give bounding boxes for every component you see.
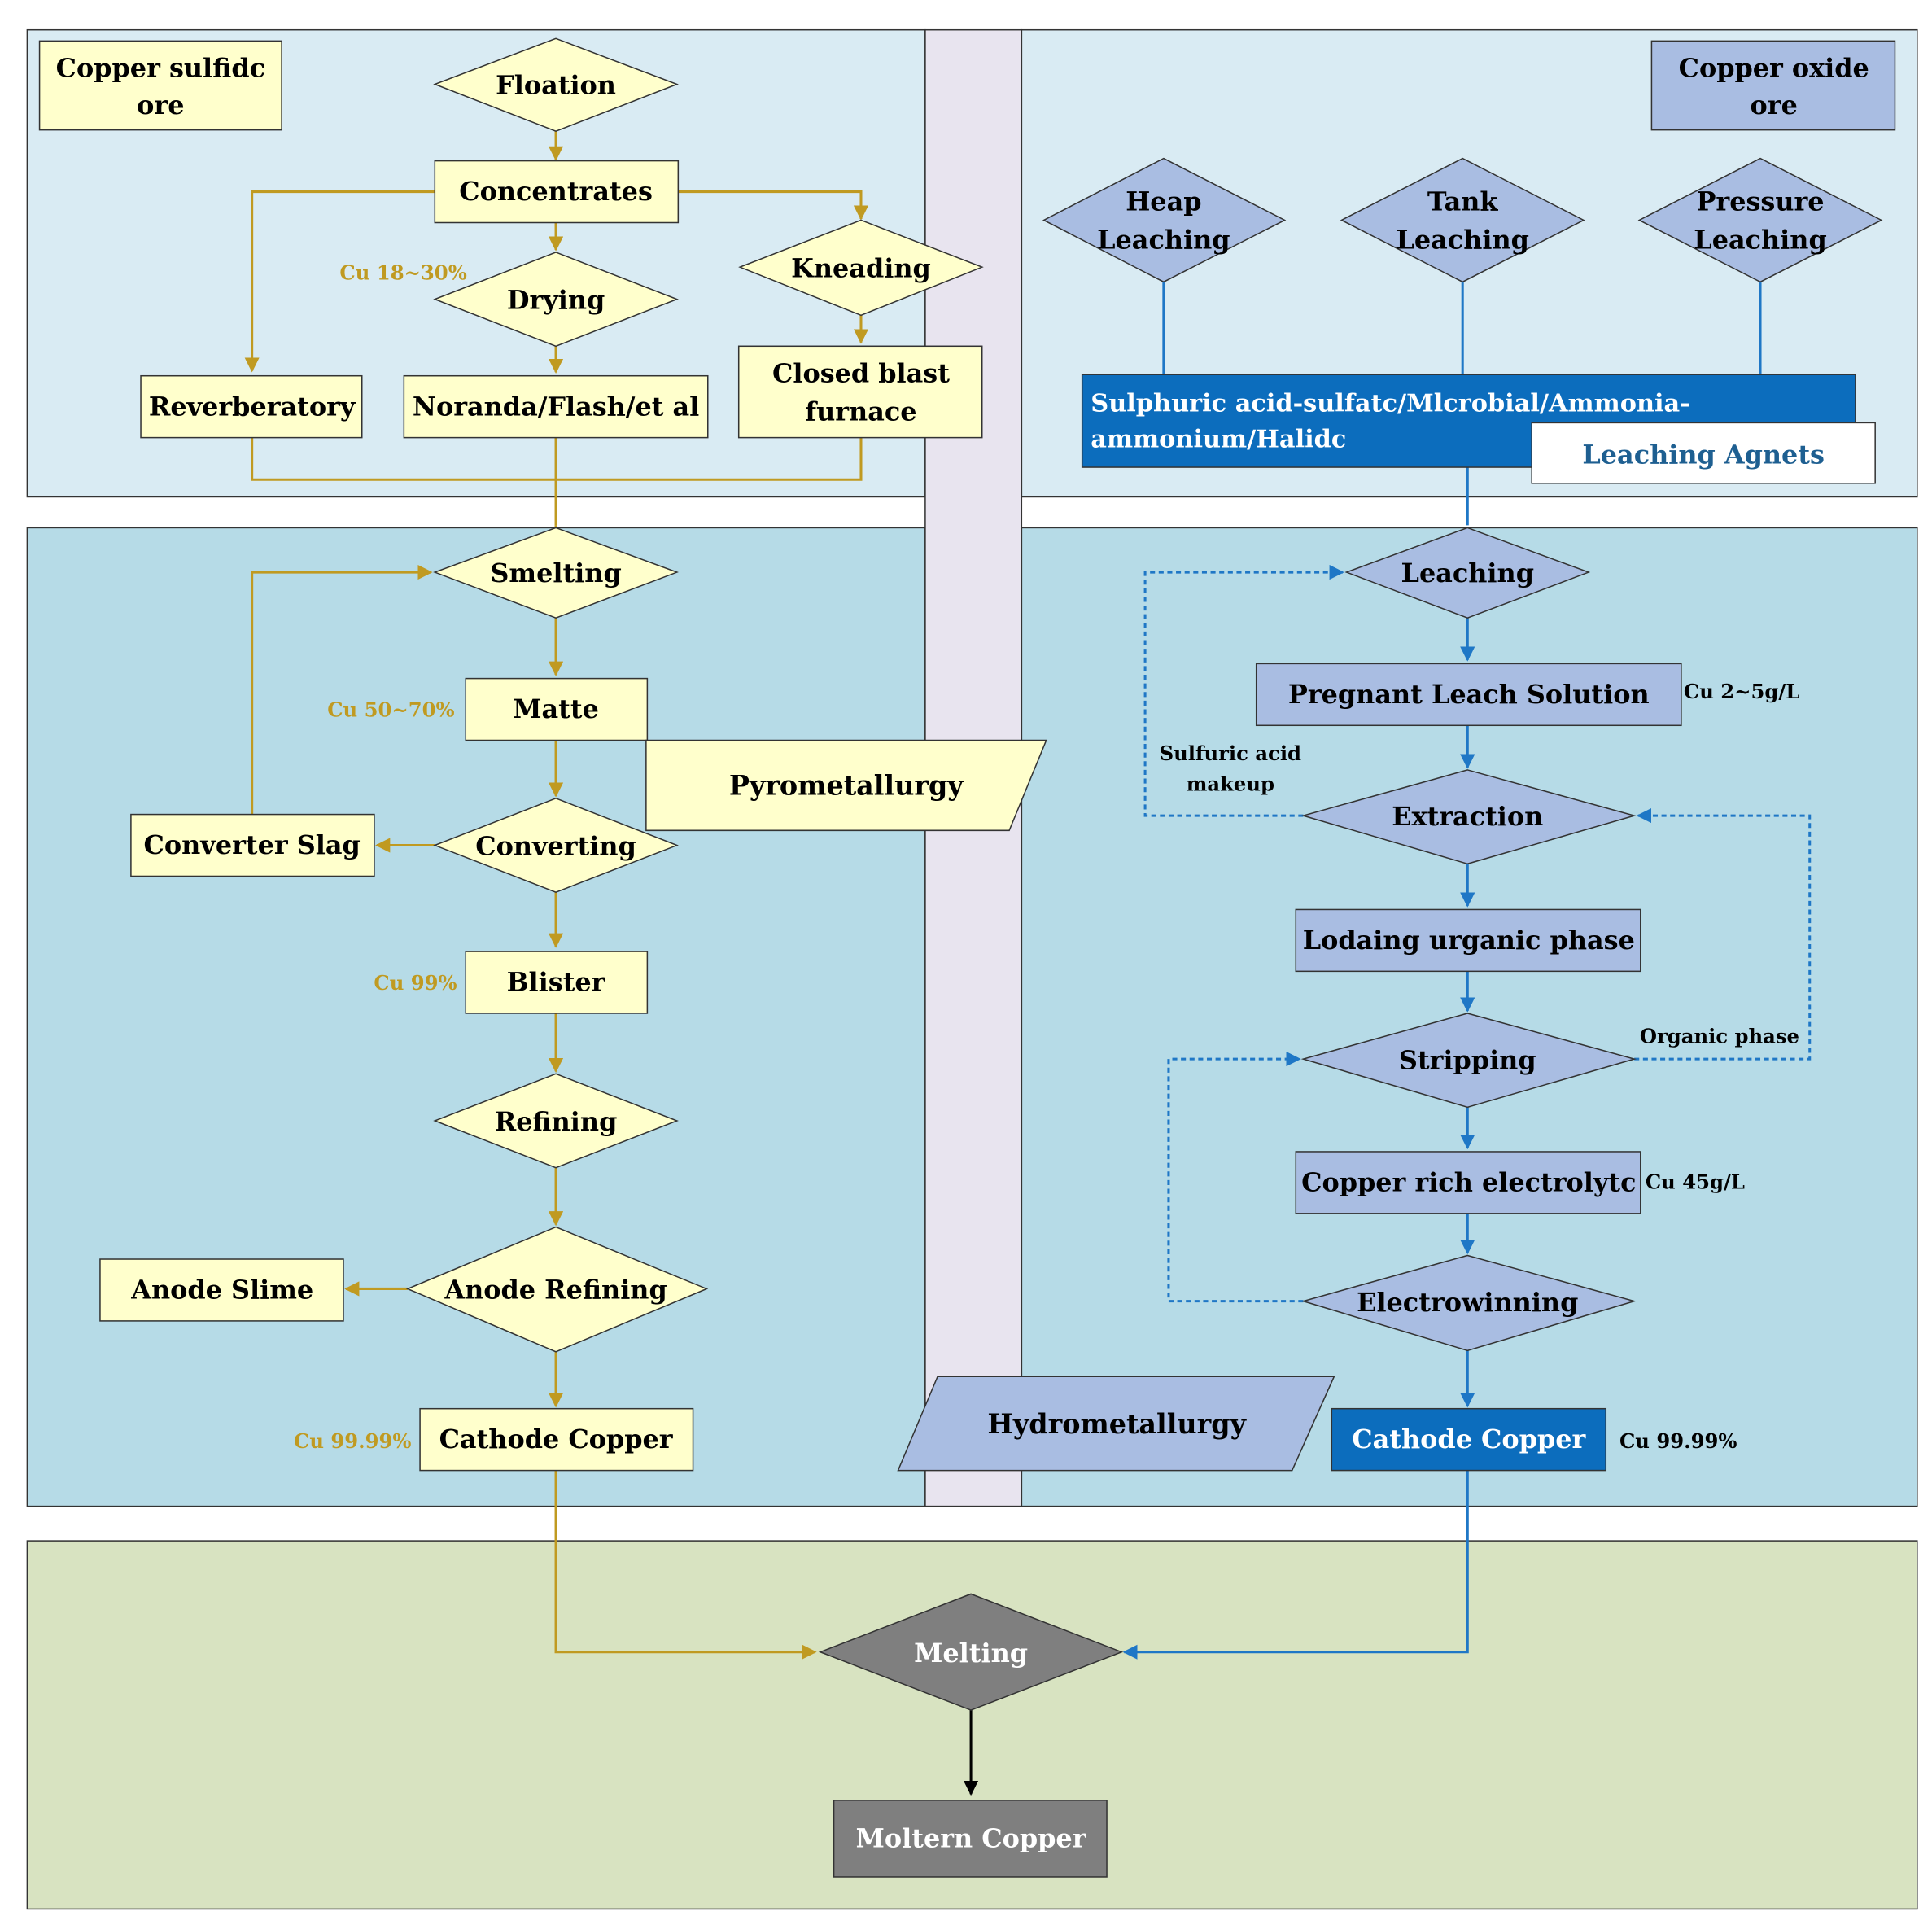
heap-leaching-node — [1042, 157, 1287, 283]
grade-blister: Cu 99% — [374, 971, 457, 995]
drying-label: Drying — [507, 285, 605, 316]
anode-slime-label: Anode Slime — [130, 1275, 313, 1306]
tank-leaching-line2: Leaching — [1396, 224, 1528, 255]
molten-copper-label: Moltern Copper — [856, 1823, 1087, 1854]
sulfuric-makeup-line2: makeup — [1187, 772, 1274, 796]
pyrometallurgy-banner — [645, 739, 1047, 832]
grade-pls: Cu 2~5g/L — [1684, 680, 1799, 703]
reverberatory-node — [140, 374, 363, 439]
panel-pyro-mid — [26, 527, 926, 1507]
leaching-agents-line2: ammonium/Halidc — [1091, 426, 1346, 454]
refining-node — [433, 1073, 679, 1169]
leaching-node — [1344, 527, 1591, 619]
extraction-node — [1300, 769, 1637, 865]
organic-phase-label: Organic phase — [1640, 1024, 1799, 1048]
pressure-leaching-line1: Pressure — [1696, 186, 1824, 217]
converter-slag-label: Converter Slag — [144, 829, 361, 860]
stripping-node — [1300, 1013, 1637, 1109]
sulfuric-makeup-line1: Sulfuric acid — [1160, 741, 1301, 765]
anode-slime-node — [99, 1258, 344, 1322]
grade-concentrates: Cu 18~30% — [339, 260, 466, 284]
closed-blast-furnace-node — [737, 345, 983, 439]
blister-node — [465, 951, 649, 1014]
leaching-agents-tag-label: Leaching Agnets — [1582, 439, 1825, 470]
melting-label: Melting — [914, 1638, 1028, 1669]
drying-node — [433, 252, 679, 348]
anode-refining-node — [405, 1226, 709, 1353]
grade-matte: Cu 50~70% — [327, 698, 454, 722]
pyro-cathode-copper-node — [419, 1407, 694, 1472]
heap-leaching-line1: Heap — [1126, 186, 1201, 217]
leaching-agents-line1: Sulphuric acid-sulfatc/Mlcrobial/Ammonia… — [1091, 390, 1690, 418]
copper-rich-electrolyte-label: Copper rich electrolytc — [1301, 1167, 1636, 1198]
hydrometallurgy-label: Hydrometallurgy — [987, 1408, 1247, 1440]
closed-blast-line1: Closed blast — [772, 357, 950, 388]
refining-label: Refining — [495, 1106, 618, 1137]
hydro-cathode-copper-node — [1331, 1407, 1607, 1472]
kneading-node — [738, 219, 984, 317]
extraction-label: Extraction — [1392, 801, 1543, 832]
noranda-label: Noranda/Flash/et al — [413, 391, 699, 422]
molten-copper-node — [833, 1800, 1108, 1878]
grade-electrolyte: Cu 45g/L — [1646, 1170, 1745, 1193]
noranda-node — [403, 374, 709, 439]
leaching-label: Leaching — [1401, 558, 1534, 588]
anode-refining-label: Anode Refining — [444, 1275, 667, 1306]
melting-node — [818, 1593, 1124, 1711]
reverberatory-label: Reverberatory — [149, 391, 356, 422]
tank-leaching-line1: Tank — [1427, 186, 1498, 217]
concentrates-label: Concentrates — [459, 176, 653, 207]
pyro-cathode-copper-label: Cathode Copper — [439, 1424, 674, 1454]
grade-hydro-cathode: Cu 99.99% — [1619, 1429, 1737, 1453]
matte-node — [465, 677, 649, 741]
copper-oxide-ore-box — [1650, 40, 1896, 131]
converting-node — [433, 798, 679, 894]
copper-sulfide-ore-line2: ore — [137, 90, 184, 120]
hydro-cathode-copper-label: Cathode Copper — [1352, 1424, 1586, 1454]
copper-oxide-ore-line1: Copper oxide — [1679, 52, 1869, 83]
copper-rich-electrolyte-node — [1295, 1151, 1641, 1214]
loading-organic-phase-label: Lodaing urganic phase — [1303, 925, 1635, 956]
loading-organic-phase-node — [1295, 908, 1641, 973]
leaching-agents-tag — [1531, 422, 1876, 484]
converter-slag-node — [130, 813, 375, 877]
smelting-label: Smelting — [490, 558, 621, 588]
hydrometallurgy-banner — [897, 1376, 1335, 1472]
pressure-leaching-line2: Leaching — [1694, 224, 1826, 255]
closed-blast-line2: furnace — [805, 396, 916, 426]
pregnant-leach-solution-label: Pregnant Leach Solution — [1288, 679, 1650, 710]
hydro-connectors — [1122, 282, 1812, 1660]
converting-label: Converting — [475, 831, 636, 862]
pressure-leaching-node — [1637, 157, 1883, 283]
kneading-label: Kneading — [791, 252, 931, 283]
pyro-connectors — [244, 131, 869, 1660]
matte-label: Matte — [513, 693, 599, 724]
floation-node — [433, 37, 679, 132]
floation-label: Floation — [496, 70, 616, 101]
electrowinning-label: Electrowinning — [1357, 1287, 1578, 1318]
blister-label: Blister — [507, 967, 606, 998]
pregnant-leach-solution-node — [1255, 663, 1682, 727]
tank-leaching-node — [1340, 157, 1585, 283]
stripping-label: Stripping — [1399, 1044, 1536, 1075]
concentrates-node — [434, 160, 680, 224]
smelting-node — [433, 527, 679, 619]
copper-sulfide-ore-line1: Copper sulfidc — [56, 52, 265, 83]
pyrometallurgy-label: Pyrometallurgy — [729, 769, 964, 801]
copper-oxide-ore-line2: ore — [1751, 90, 1798, 120]
copper-sulfide-ore-box — [38, 40, 282, 131]
grade-pyro-cathode: Cu 99.99% — [294, 1429, 411, 1453]
heap-leaching-line2: Leaching — [1097, 224, 1230, 255]
electrowinning-node — [1300, 1254, 1637, 1352]
